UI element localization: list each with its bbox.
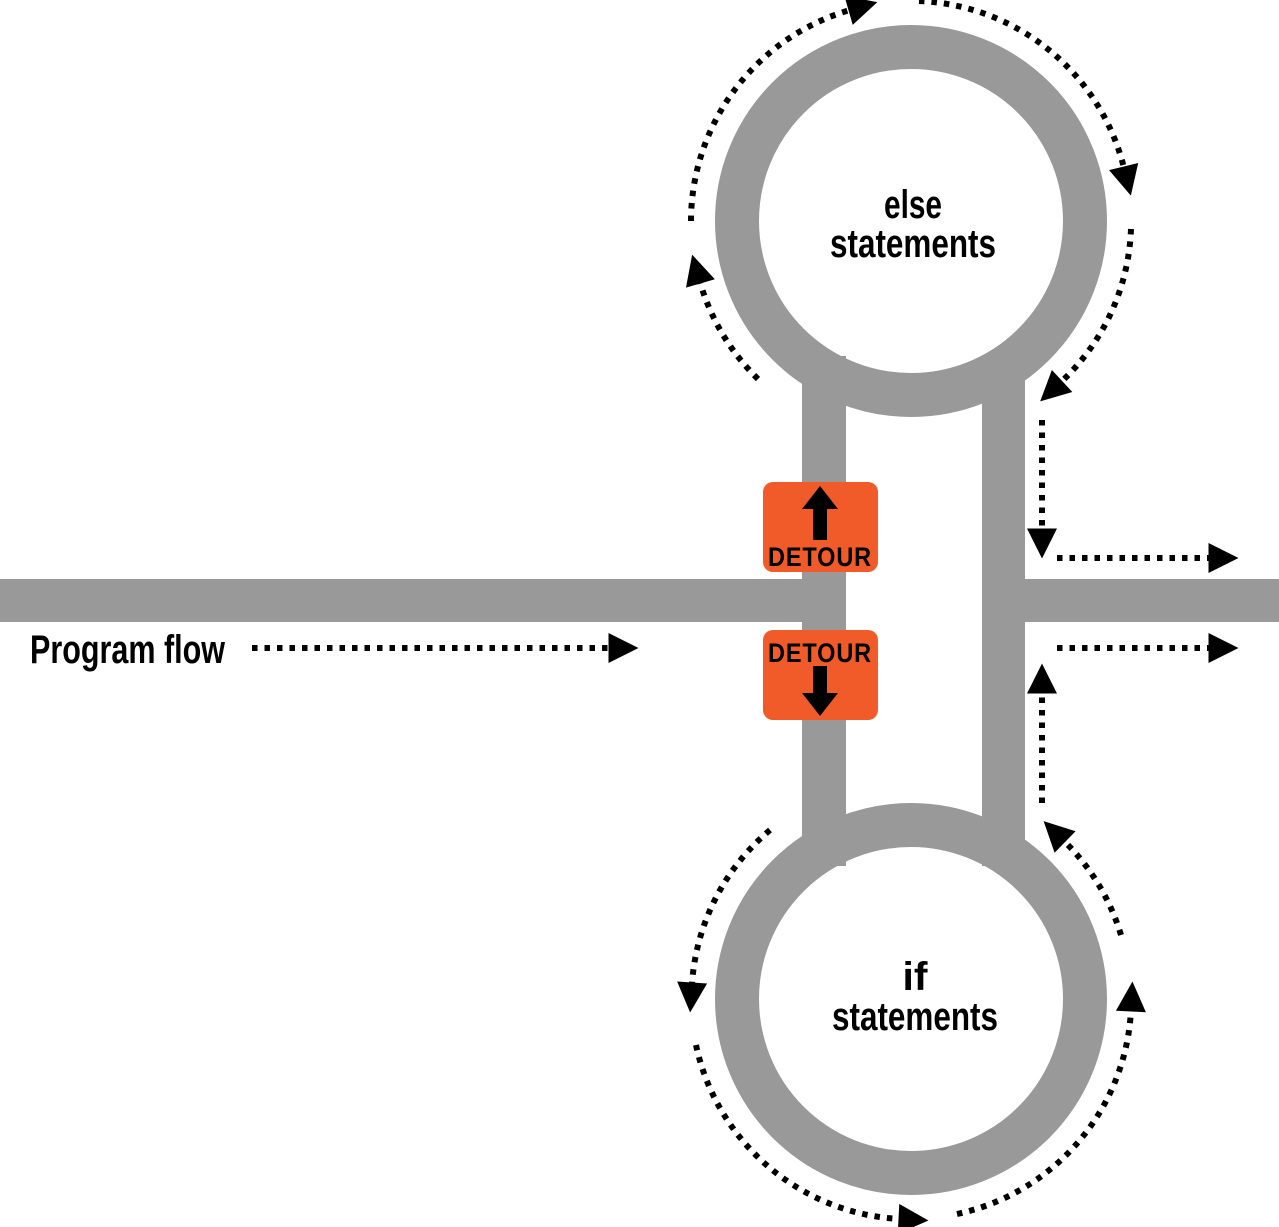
left-connector-road — [802, 356, 846, 866]
if-arc-left-down-arrow — [677, 827, 772, 1013]
else-loop-road — [715, 25, 1107, 417]
program-flow-label: Program flow — [30, 628, 226, 672]
roads — [0, 25, 1279, 1195]
if-arc-right-up-arrow — [956, 981, 1146, 1217]
if-arc-bottom-arrow — [693, 1044, 929, 1227]
labels: Program flow else statements if statemen… — [30, 183, 998, 1039]
else-label-line2: statements — [830, 222, 996, 266]
if-label-line2: statements — [832, 995, 998, 1039]
up-arrow-icon — [802, 486, 838, 540]
detour-sign-down: DETOUR — [763, 630, 878, 720]
detour-down-label: DETOUR — [768, 638, 872, 668]
detour-up-label: DETOUR — [768, 542, 872, 572]
flow-arrows — [252, 0, 1239, 1227]
right-connector-road — [982, 356, 1025, 866]
else-arc-right-down-arrow — [918, 0, 1139, 196]
if-arc-rejoin-arrow — [1043, 821, 1124, 936]
if-label-line1: if — [903, 955, 929, 999]
main-road-left — [0, 579, 846, 622]
else-arc-rejoin-arrow — [1040, 228, 1134, 402]
down-arrow-icon — [802, 666, 838, 716]
main-road-right — [982, 579, 1279, 622]
detour-sign-up: DETOUR — [763, 482, 878, 572]
if-loop-road — [715, 803, 1107, 1195]
else-arc-left-up-arrow — [685, 254, 761, 382]
else-label-line1: else — [884, 183, 942, 227]
else-arc-top-arrow — [688, 0, 878, 222]
